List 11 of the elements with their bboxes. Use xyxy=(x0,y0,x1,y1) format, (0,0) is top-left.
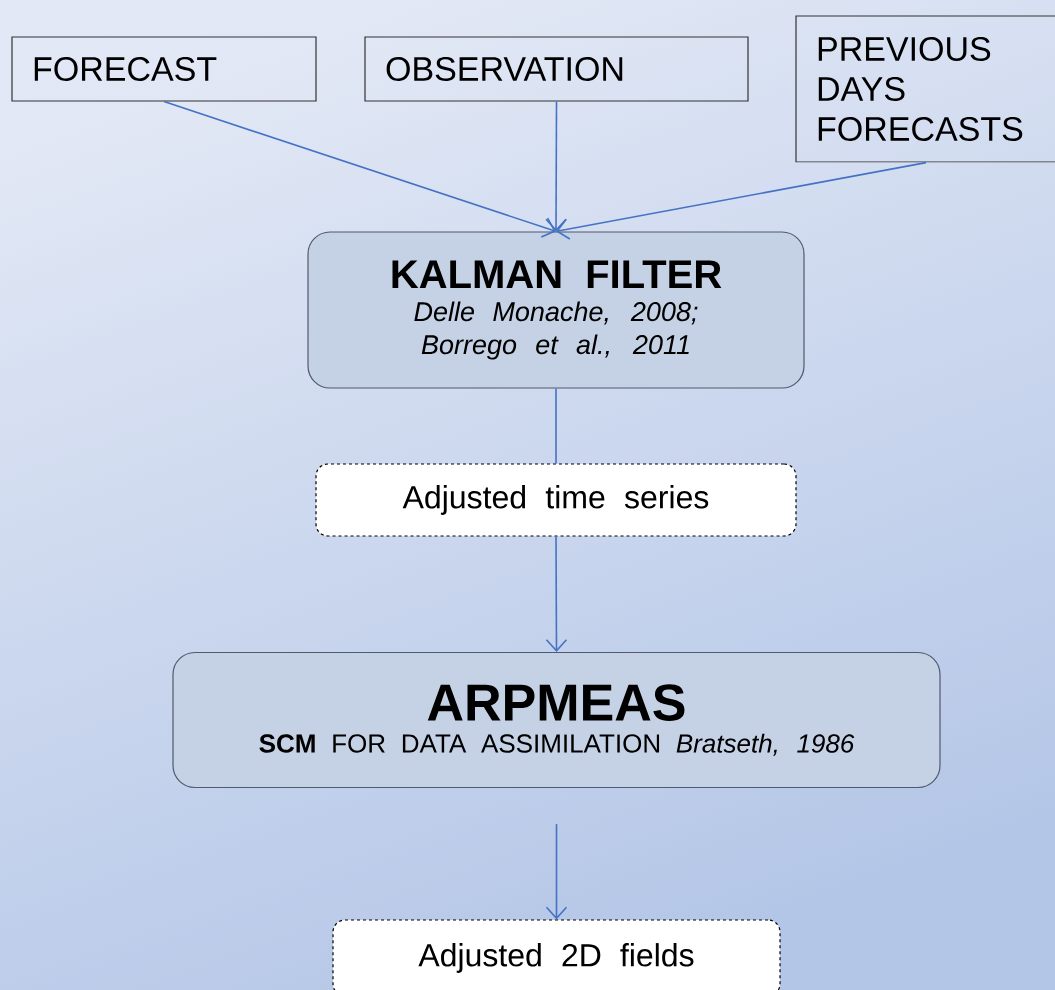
arrow xyxy=(545,823,568,920)
process-box: ARPMEAS SCM FOR DATA ASSIMILATION Bratseth, 1986 xyxy=(172,651,941,789)
input-box: FORECAST xyxy=(11,36,317,102)
input-box: OBSERVATION xyxy=(364,36,749,102)
arrow xyxy=(163,100,556,238)
arrow xyxy=(545,535,568,652)
arrow xyxy=(556,161,927,240)
output-box: Adjusted time series xyxy=(315,463,797,537)
input-box: PREVIOUS DAYS FORECASTS xyxy=(795,15,1055,163)
output-box: Adjusted 2D fields xyxy=(332,919,781,990)
process-box: KALMAN FILTER Delle Monache, 2008; Borrego et al., 2011 xyxy=(307,231,805,389)
